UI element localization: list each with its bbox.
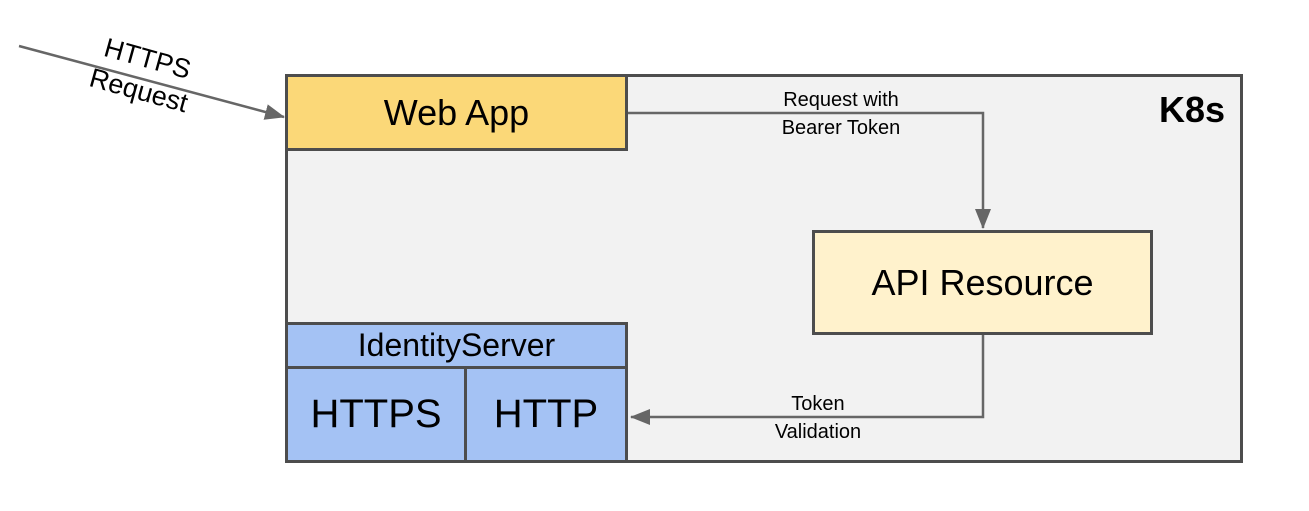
- https-endpoint-cell: HTTPS: [288, 369, 467, 460]
- edge-label-https-request: HTTPS Request: [86, 30, 201, 120]
- k8s-label: K8s: [1158, 89, 1225, 130]
- api-resource-label: API Resource: [871, 261, 1094, 303]
- identity-server-node: IdentityServer HTTPS HTTP: [285, 322, 628, 463]
- edge-label-token-validation-line1: Token: [791, 393, 845, 415]
- identity-server-header: IdentityServer: [288, 325, 625, 369]
- web-app-node: Web App: [285, 74, 628, 151]
- edge-label-token-validation: Token Validation: [775, 390, 861, 446]
- edge-label-token-validation-line2: Validation: [774, 421, 862, 443]
- edge-label-request-bearer-token-line1: Request with: [783, 89, 899, 111]
- api-resource-node: API Resource: [812, 230, 1153, 335]
- edge-label-request-bearer-token-line2: Bearer Token: [781, 117, 901, 139]
- edge-label-request-bearer-token: Request with Bearer Token: [782, 86, 901, 142]
- https-endpoint-label: HTTPS: [310, 392, 442, 436]
- http-endpoint-cell: HTTP: [467, 369, 625, 460]
- web-app-label: Web App: [383, 91, 530, 133]
- http-endpoint-label: HTTP: [493, 392, 599, 436]
- identity-server-label: IdentityServer: [357, 327, 556, 363]
